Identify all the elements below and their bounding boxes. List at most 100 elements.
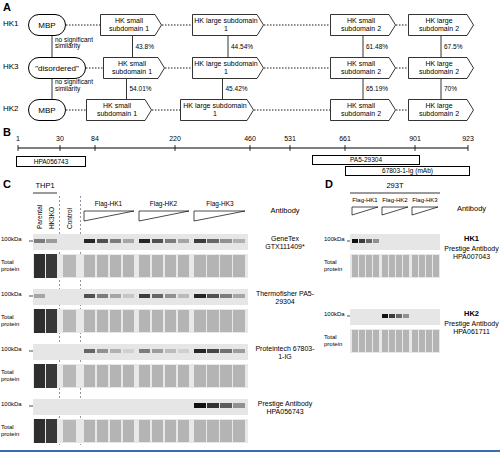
figure-label: Total protein — [1, 259, 32, 272]
figure-label: HK2 — [443, 310, 500, 318]
figure-label: HK1 — [443, 235, 500, 243]
total-protein-strip — [33, 419, 248, 443]
marker-tick — [347, 241, 350, 242]
band — [165, 239, 176, 243]
band — [233, 294, 245, 298]
band — [220, 403, 232, 408]
band — [97, 349, 108, 353]
band — [123, 349, 134, 353]
band — [34, 294, 45, 298]
axis-ticks — [18, 145, 468, 151]
dilution-wedge — [139, 211, 189, 221]
figure-label: 30 — [48, 135, 72, 143]
figure-label: Flag-HK3 — [410, 197, 440, 204]
dotted-link — [264, 68, 330, 69]
edge-label: 45.42% — [226, 85, 248, 92]
node-text: "disordered" — [35, 64, 78, 73]
figure-label: Antibody — [443, 205, 500, 213]
figure-label: 100kDa — [324, 311, 350, 318]
panel-letter: B — [3, 126, 17, 138]
band — [97, 294, 108, 298]
figure-label: HK2 — [3, 105, 25, 114]
band — [97, 239, 108, 243]
edge-label: 44.54% — [231, 43, 253, 50]
figure-label: Total protein — [324, 334, 350, 347]
figure-label: Total protein — [1, 314, 32, 327]
figure-label: Total protein — [324, 259, 350, 272]
header-rule — [33, 193, 57, 194]
figure-label: 100kDa — [1, 291, 32, 298]
arrow-shape — [331, 100, 396, 121]
band — [84, 294, 95, 298]
figure-label: HK3KO — [48, 207, 56, 229]
domain-arrow: HK small subdomain 1 — [100, 14, 162, 36]
figure-label: Proteintech 67803-1-IG — [254, 345, 316, 360]
band — [220, 349, 232, 353]
figure-label: Total protein — [1, 369, 32, 382]
total-protein-strip — [33, 254, 248, 278]
band — [389, 314, 395, 318]
arrow-shape — [409, 15, 474, 36]
figure-label: 100kDa — [1, 346, 32, 353]
domain-arrow: HK small subdomain 1 — [103, 57, 165, 79]
total-protein-strip — [33, 364, 248, 388]
panel-letter: D — [325, 178, 339, 190]
figure-label: 100kDa — [324, 236, 350, 243]
figure-label: Antibody — [250, 207, 320, 215]
arrow-shape — [87, 100, 152, 121]
figure-label: 100kDa — [1, 236, 32, 243]
band — [110, 294, 121, 298]
edge-label: 61.48% — [366, 43, 388, 50]
domain-arrow: HK large subdomain 2 — [408, 57, 474, 79]
band — [207, 403, 219, 408]
panel-letter: C — [3, 178, 17, 190]
node-text: MBP — [38, 106, 55, 115]
similarity-line — [132, 36, 133, 57]
band — [359, 239, 365, 243]
band — [194, 349, 206, 353]
figure-label: 661 — [333, 135, 357, 143]
dilution-wedge — [194, 211, 245, 221]
dotted-link — [66, 25, 100, 26]
band — [110, 349, 121, 353]
domain-box: "disordered" — [28, 57, 86, 79]
domain-arrow: HK large subdomain 1 — [180, 99, 254, 121]
similarity-line — [363, 79, 364, 99]
arrow-shape — [331, 58, 396, 79]
figure-label: Total protein — [1, 424, 32, 437]
band — [139, 294, 150, 298]
node-text: PA5-29304 — [350, 156, 382, 164]
band — [139, 349, 150, 353]
dotted-link — [396, 25, 408, 26]
dotted-link — [165, 68, 192, 69]
figure-label: Flag-HK1 — [82, 200, 135, 207]
band — [123, 294, 134, 298]
marker-tick — [29, 241, 33, 242]
epitope-box: 67803-1-Ig (mAb) — [345, 166, 470, 176]
dilution-wedge — [352, 207, 378, 215]
band — [207, 294, 219, 298]
total-protein-strip — [350, 329, 440, 353]
node-text: HK small subdomain 2 — [332, 102, 390, 118]
dotted-link — [254, 110, 330, 111]
band — [352, 239, 358, 243]
similarity-line — [228, 36, 229, 57]
band — [139, 239, 150, 243]
total-protein-strip — [33, 309, 248, 333]
band — [233, 349, 245, 353]
figure-label: Parental — [36, 205, 44, 229]
band — [233, 403, 245, 408]
domain-box: MBP — [28, 14, 66, 36]
figure-label: HK1 — [3, 20, 25, 29]
panel-letter: A — [3, 1, 17, 13]
arrow-shape — [193, 15, 264, 36]
marker-tick — [29, 296, 33, 297]
edge-label: 67.5% — [444, 43, 462, 50]
blot-row — [29, 234, 248, 278]
bottom-rule — [0, 450, 500, 452]
blot-row — [347, 234, 440, 278]
blot-row — [29, 399, 248, 443]
edge-label: 43.8% — [136, 43, 154, 50]
epitope-box: HPA056743 — [16, 156, 86, 167]
band — [84, 349, 95, 353]
